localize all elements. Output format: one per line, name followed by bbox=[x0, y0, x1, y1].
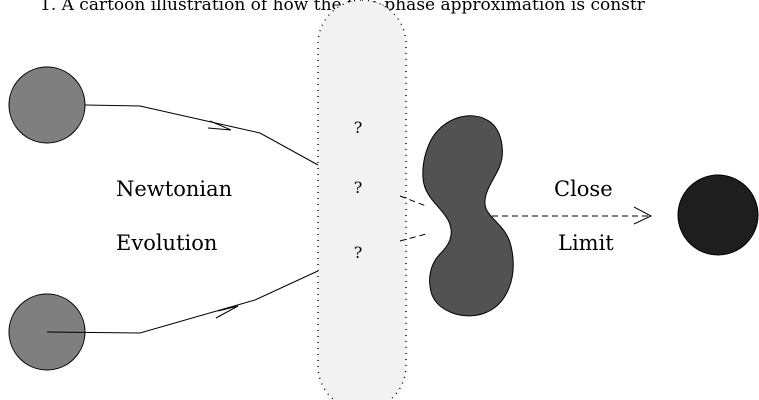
unknown-mark-1: ? bbox=[354, 118, 363, 137]
upper-body bbox=[8, 66, 86, 144]
merged-blob bbox=[422, 115, 514, 317]
unknown-region bbox=[317, 0, 407, 400]
dashed-connector-lower bbox=[399, 233, 427, 242]
dashed-connector-upper bbox=[399, 195, 427, 207]
close-limit-arrowhead bbox=[633, 206, 653, 225]
newtonian-label: Newtonian bbox=[116, 177, 232, 201]
lower-trajectory-arrowhead bbox=[215, 305, 239, 319]
close-label: Close bbox=[554, 177, 613, 201]
unknown-mark-2: ? bbox=[354, 178, 363, 197]
lower-trajectory bbox=[46, 269, 321, 334]
limit-label: Limit bbox=[558, 231, 614, 255]
upper-trajectory bbox=[84, 104, 319, 166]
unknown-mark-3: ? bbox=[354, 243, 363, 262]
upper-trajectory-arrowhead bbox=[207, 120, 232, 131]
final-black-hole bbox=[677, 174, 759, 256]
evolution-label: Evolution bbox=[116, 231, 217, 255]
